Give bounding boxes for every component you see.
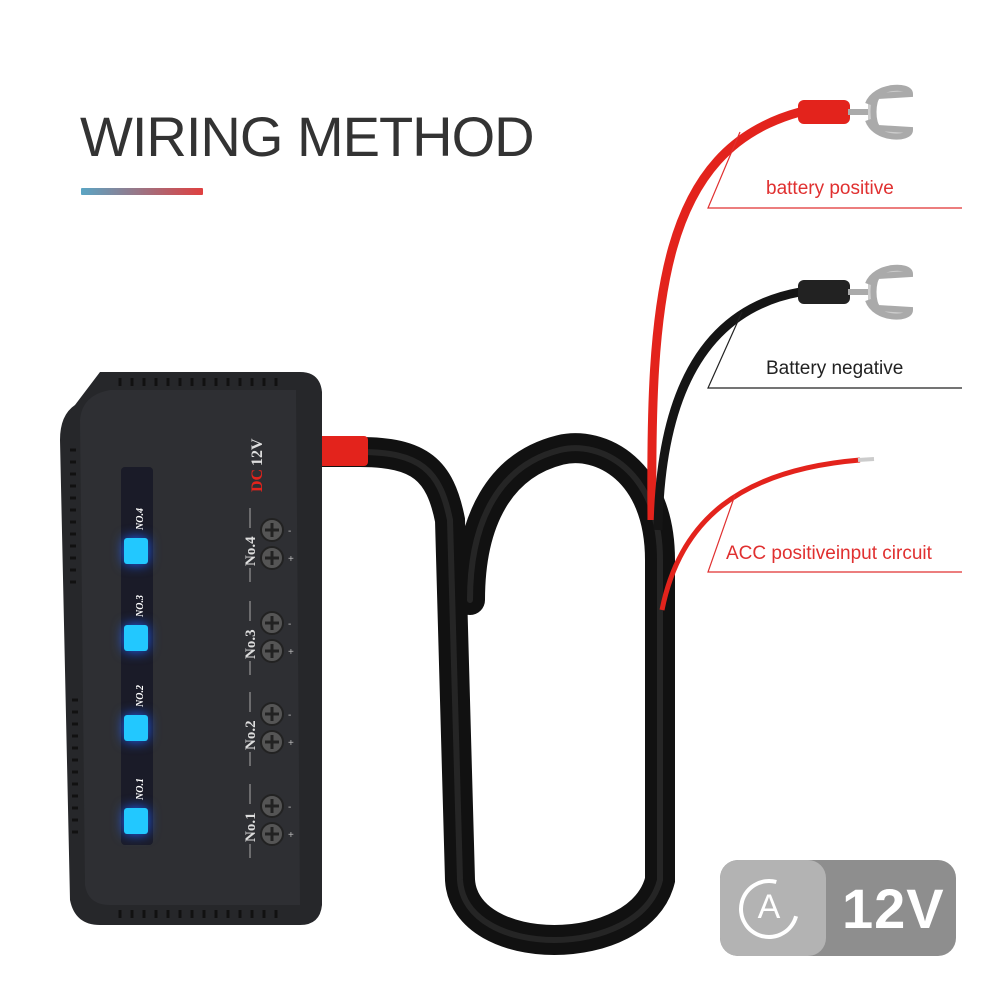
red-sleeve xyxy=(318,436,368,466)
badge-icon-box xyxy=(720,860,826,956)
plus-sign: + xyxy=(288,554,294,565)
channel-label: No.3 xyxy=(243,629,259,659)
channel-label: No.2 xyxy=(243,720,259,750)
screw-terminal-icon: - xyxy=(260,611,291,635)
indicator-led xyxy=(124,715,148,741)
screw-terminal-icon: + xyxy=(260,546,294,570)
channel-label: No.4 xyxy=(243,536,259,566)
indicator-label: NO.4 xyxy=(135,508,146,531)
screw-terminal-icon: + xyxy=(260,639,294,663)
indicator-label: NO.3 xyxy=(135,595,146,618)
channel-label: No.1 xyxy=(243,812,259,842)
indicator-led xyxy=(124,808,148,834)
fork-terminal-negative xyxy=(798,264,914,320)
annotation-line-negative xyxy=(707,311,962,389)
minus-sign: - xyxy=(288,802,291,813)
red-wire-acc xyxy=(659,457,861,611)
voltage-label: 12V xyxy=(249,438,266,466)
fork-terminal-positive xyxy=(798,84,914,140)
indicator-label: NO.2 xyxy=(135,685,146,708)
minus-sign: - xyxy=(288,619,291,630)
screw-terminal-icon: - xyxy=(260,518,291,542)
plus-sign: + xyxy=(288,738,294,749)
dc-label: DC xyxy=(249,469,266,492)
annotation-line-positive xyxy=(707,131,962,209)
plus-sign: + xyxy=(288,647,294,658)
annotation-line-acc xyxy=(707,494,962,573)
badge-voltage: 12V xyxy=(842,877,945,940)
label-battery-positive: battery positive xyxy=(766,178,894,199)
minus-sign: - xyxy=(288,710,291,721)
black-cable xyxy=(305,433,675,955)
indicator-led xyxy=(124,625,148,651)
voltage-badge: A 12V xyxy=(720,860,956,956)
title-accent-bar xyxy=(81,188,203,195)
label-acc-input: ACC positiveinput circuit xyxy=(726,543,932,564)
label-battery-negative: Battery negative xyxy=(766,358,904,379)
page-title: WIRING METHOD xyxy=(80,105,535,168)
indicator-led xyxy=(124,538,148,564)
screw-terminal-icon: - xyxy=(260,794,291,818)
screw-terminal-icon: - xyxy=(260,702,291,726)
distribution-box: NO.4NO.3NO.2NO.1 - + No.4 - + No.3 - + No.2 - + No.… xyxy=(60,372,322,925)
minus-sign: - xyxy=(288,526,291,537)
black-wire-negative xyxy=(653,287,801,531)
red-wire-positive xyxy=(647,107,802,521)
screw-terminal-icon: + xyxy=(260,730,294,754)
badge-icon-letter: A xyxy=(757,888,781,926)
indicator-label: NO.1 xyxy=(135,778,146,801)
screw-terminal-icon: + xyxy=(260,822,294,846)
plus-sign: + xyxy=(288,830,294,841)
